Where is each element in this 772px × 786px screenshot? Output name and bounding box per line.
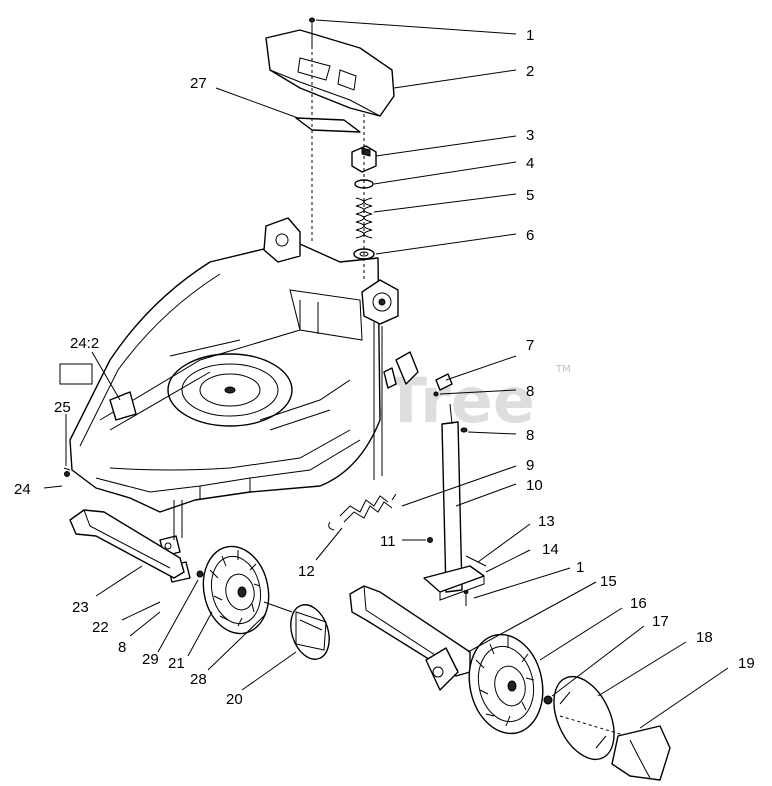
rear-wheel-part-16 (468, 633, 544, 735)
callout-13: 13 (538, 513, 555, 530)
callout-18: 18 (696, 629, 713, 646)
leader-lines (43, 19, 729, 729)
callout-8-upper: 8 (526, 383, 534, 400)
callout-17: 17 (652, 613, 669, 630)
callout-1-top: 1 (526, 27, 534, 44)
washer-part-17 (543, 695, 553, 705)
callout-8-lower: 8 (118, 639, 126, 656)
front-axle-part-23 (69, 509, 185, 579)
callout-24-2: 24:2 (70, 335, 99, 352)
watermark-trademark: TM (555, 364, 571, 375)
callout-11: 11 (380, 533, 396, 550)
callout-6: 6 (526, 227, 534, 244)
height-lever (423, 373, 487, 606)
callout-4: 4 (526, 155, 534, 172)
washer-part-29 (196, 570, 204, 578)
wheel-cap-part-18 (553, 675, 615, 761)
callout-29: 29 (142, 651, 159, 668)
bolt-part-28 (263, 601, 293, 613)
callout-7: 7 (526, 337, 534, 354)
callout-19: 19 (738, 655, 755, 672)
callout-14: 14 (542, 541, 559, 558)
callout-24: 24 (14, 481, 31, 498)
callout-28: 28 (190, 671, 207, 688)
callout-labels: 1 2 27 3 4 5 6 24:2 7 8 25 8 9 24 10 13 … (14, 27, 755, 708)
callout-27: 27 (190, 75, 207, 92)
spring-stack (309, 17, 377, 280)
callout-15: 15 (600, 573, 617, 590)
callout-25: 25 (54, 399, 71, 416)
front-wheel-part-21 (202, 545, 270, 635)
callout-21: 21 (168, 655, 185, 672)
callout-1-lower: 1 (576, 559, 584, 576)
rear-cover-part-2 (265, 29, 395, 117)
callout-3: 3 (526, 127, 534, 144)
decal-part-27 (295, 117, 361, 133)
callout-10: 10 (526, 477, 543, 494)
hubcap-part-19 (559, 715, 671, 781)
callout-12: 12 (298, 563, 315, 580)
callout-5: 5 (526, 187, 534, 204)
callout-8-middle: 8 (526, 427, 534, 444)
spring-part-12 (328, 493, 397, 531)
callout-23: 23 (72, 599, 89, 616)
callout-22: 22 (92, 619, 109, 636)
callout-16: 16 (630, 595, 647, 612)
rear-handle-mount (361, 279, 419, 480)
hubcap-part-20 (290, 604, 330, 660)
callout-9: 9 (526, 457, 534, 474)
callout-2: 2 (526, 63, 534, 80)
callout-20: 20 (226, 691, 243, 708)
rear-axle-part-15 (349, 585, 471, 691)
